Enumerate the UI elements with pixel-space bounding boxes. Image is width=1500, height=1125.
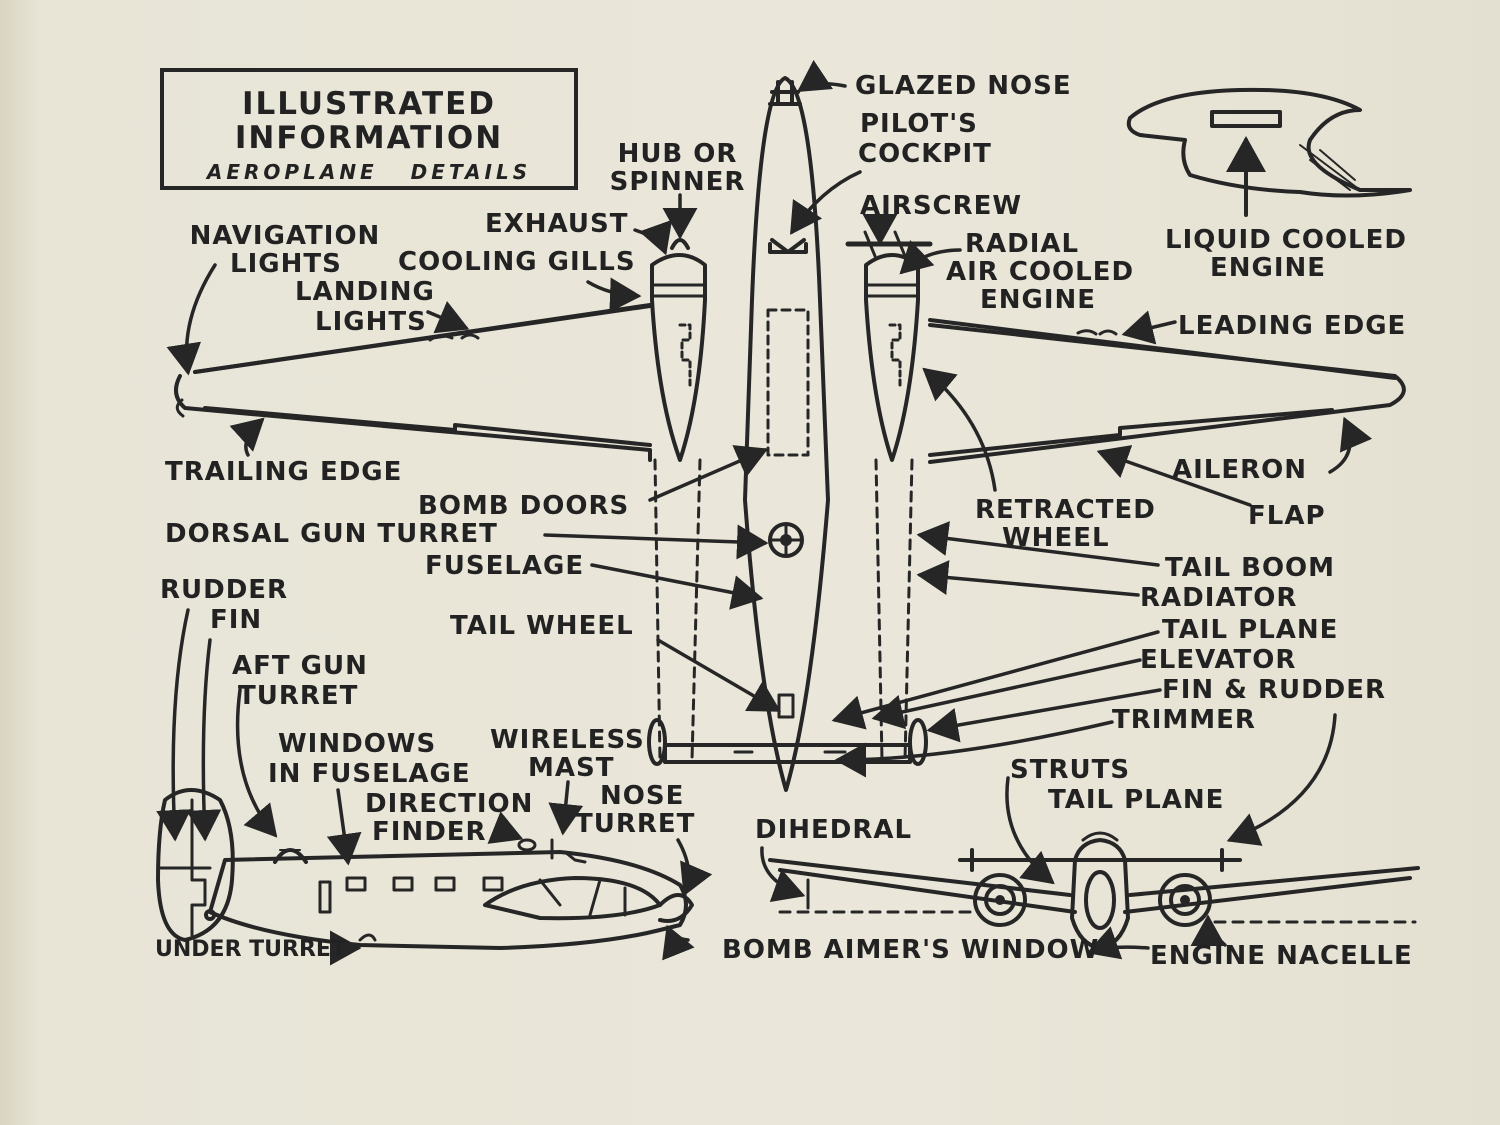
bomb-doors-outline — [766, 308, 810, 457]
label-tail-plane-front: TAIL PLANE — [1048, 785, 1225, 815]
label-landing-lights-1: LANDING — [295, 277, 435, 307]
label-bomb-doors: BOMB DOORS — [418, 491, 630, 521]
label-fuselage: FUSELAGE — [425, 551, 585, 581]
title-line-1: ILLUSTRATED — [241, 86, 497, 122]
label-dihedral: DIHEDRAL — [755, 815, 913, 845]
label-direction-2: FINDER — [372, 817, 487, 847]
nose-turret-side — [658, 893, 694, 923]
title-box: ILLUSTRATED INFORMATION AEROPLANE DETAIL… — [160, 68, 578, 190]
front-fuselage — [1070, 838, 1130, 950]
label-wireless-2: MAST — [528, 753, 615, 783]
dihedral-baseline — [778, 910, 1417, 924]
label-leading-edge: LEADING EDGE — [1178, 311, 1407, 341]
left-tail-boom — [653, 458, 702, 762]
side-view — [156, 788, 694, 950]
label-aileron: AILERON — [1172, 455, 1308, 485]
glazed-nose-lines — [768, 80, 802, 106]
label-nose-turret-2: TURRET — [575, 809, 696, 839]
label-aft-gun-2: TURRET — [238, 681, 359, 711]
label-navigation-lights-1: NAVIGATION — [189, 221, 381, 251]
label-windows-2: IN FUSELAGE — [268, 759, 471, 789]
left-engine-front — [973, 873, 1027, 927]
side-nose-cockpit — [483, 876, 662, 921]
wing-trailing-right — [928, 408, 1334, 457]
direction-finder — [517, 838, 537, 852]
label-trimmer: TRIMMER — [1112, 705, 1256, 735]
label-hub-or-spinner-2: SPINNER — [609, 167, 746, 197]
label-tail-plane-top: TAIL PLANE — [1162, 615, 1339, 645]
label-retracted-wheel-2: WHEEL — [1002, 523, 1110, 553]
label-radiator: RADIATOR — [1140, 583, 1298, 613]
left-spinner — [670, 238, 690, 250]
label-retracted-wheel-1: RETRACTED — [975, 495, 1156, 525]
right-fin-plan — [908, 718, 928, 766]
front-tailplane — [958, 848, 1242, 872]
label-direction-1: DIRECTION — [365, 789, 534, 819]
wing-leading-edge — [193, 304, 652, 374]
label-pilots-cockpit-1: PILOT'S — [860, 109, 978, 139]
label-wireless-1: WIRELESS — [490, 725, 645, 755]
title-subtitle: AEROPLANE DETAILS — [206, 160, 532, 184]
side-fin — [156, 788, 235, 942]
label-radial-engine-3: ENGINE — [980, 285, 1097, 315]
label-tail-boom: TAIL BOOM — [1165, 553, 1336, 583]
label-nose-turret-1: NOSE — [600, 781, 685, 811]
fuselage-plan — [743, 76, 830, 792]
left-fin-plan — [647, 718, 667, 766]
label-liquid-cooled-2: ENGINE — [1210, 253, 1327, 283]
label-fin: FIN — [210, 605, 263, 635]
label-elevator: ELEVATOR — [1140, 645, 1297, 675]
label-radial-engine-2: AIR COOLED — [946, 257, 1135, 287]
label-dorsal-gun-turret: DORSAL GUN TURRET — [165, 519, 498, 549]
label-radial-engine-1: RADIAL — [965, 229, 1080, 259]
label-engine-nacelle: ENGINE NACELLE — [1150, 941, 1413, 971]
label-windows-1: WINDOWS — [278, 729, 437, 759]
label-fin-rudder: FIN & RUDDER — [1162, 675, 1387, 705]
right-engine-front — [1158, 873, 1212, 927]
cockpit-mark — [768, 238, 808, 254]
front-view — [768, 831, 1420, 950]
label-bomb-aimers-window: BOMB AIMER'S WINDOW — [722, 935, 1100, 965]
label-hub-or-spinner-1: HUB OR — [617, 139, 738, 169]
left-nacelle — [650, 253, 707, 462]
label-struts: STRUTS — [1010, 755, 1131, 785]
front-wing — [768, 858, 1420, 914]
label-exhaust: EXHAUST — [485, 209, 629, 239]
liquid-cooled-engine-inset — [1126, 87, 1412, 217]
label-liquid-cooled-1: LIQUID COOLED — [1165, 225, 1407, 255]
label-flap: FLAP — [1248, 501, 1326, 531]
label-landing-lights-2: LIGHTS — [315, 307, 427, 337]
label-under-turret: UNDER TURRET — [155, 937, 346, 962]
label-rudder: RUDDER — [160, 575, 289, 605]
label-trailing-edge: TRAILING EDGE — [165, 457, 403, 487]
side-fuselage — [208, 850, 688, 950]
leader-lines — [156, 59, 1373, 966]
label-tail-wheel: TAIL WHEEL — [450, 611, 634, 641]
label-glazed-nose: GLAZED NOSE — [855, 71, 1072, 101]
wing-trailing-left — [203, 406, 652, 447]
label-aft-gun-1: AFT GUN — [232, 651, 368, 681]
label-pilots-cockpit-2: COCKPIT — [858, 139, 992, 169]
label-navigation-lights-2: LIGHTS — [230, 249, 342, 279]
wing-leading-right — [928, 318, 1397, 380]
tail-wheel-mark — [777, 693, 795, 719]
label-cooling-gills: COOLING GILLS — [398, 247, 636, 277]
title-line-2: INFORMATION — [234, 120, 504, 156]
label-airscrew: AIRSCREW — [860, 191, 1023, 221]
